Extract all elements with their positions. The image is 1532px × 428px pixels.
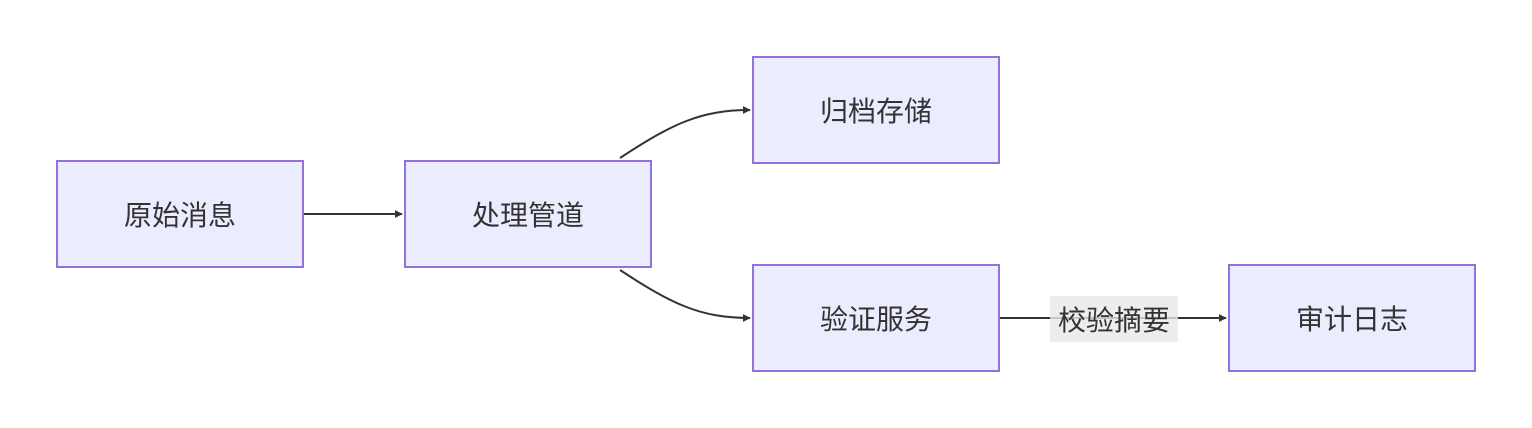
node-label: 审计日志 (1295, 303, 1408, 336)
node-audit-log[interactable]: 审计日志 (1228, 264, 1476, 372)
node-label: 原始消息 (123, 199, 236, 232)
edge-pipe-to-archive (619, 106, 751, 159)
node-label: 验证服务 (819, 303, 932, 336)
node-label: 处理管道 (471, 199, 584, 232)
node-processing-pipeline[interactable]: 处理管道 (404, 160, 652, 268)
node-label: 归档存储 (819, 95, 932, 128)
node-verification-service[interactable]: 验证服务 (752, 264, 1000, 372)
node-archive-storage[interactable]: 归档存储 (752, 56, 1000, 164)
node-source-message[interactable]: 原始消息 (56, 160, 304, 268)
edge-label-text: 校验摘要 (1057, 304, 1170, 337)
edge-label-checksum: 校验摘要 (1050, 296, 1178, 342)
edge-pipe-to-verify (619, 269, 751, 322)
